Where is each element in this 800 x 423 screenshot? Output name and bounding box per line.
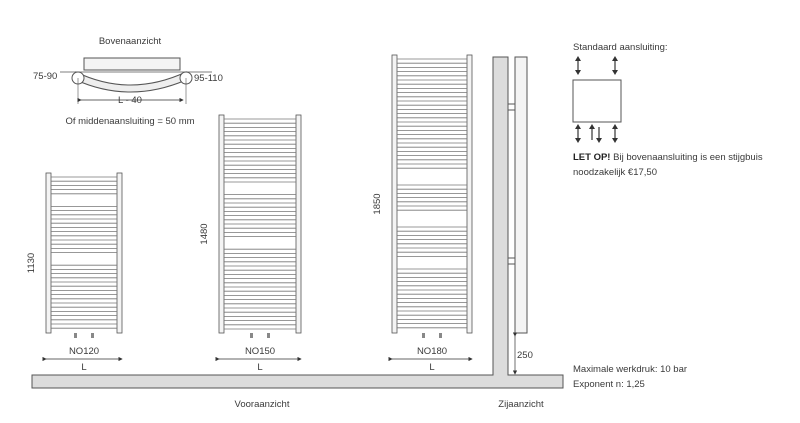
radiator-width-label: L xyxy=(429,362,434,373)
up-down-arrow-icon xyxy=(577,59,616,140)
floor-wall xyxy=(31,56,564,389)
standard-connection-diagram: Standaard aansluiting: xyxy=(572,42,668,143)
middle-connection-note: Of middenaansluiting = 50 mm xyxy=(65,116,194,127)
radiator-model-label: NO180 xyxy=(417,346,447,357)
side-view-diagram: 250 Zijaanzicht xyxy=(498,56,544,410)
exponent: Exponent n: 1,25 xyxy=(573,379,645,390)
top-view-diagram: Bovenaanzicht 75-90 95-110 L - 40 Of mid… xyxy=(33,36,223,127)
radiator-height-label: 1130 xyxy=(26,253,37,273)
top-view-title: Bovenaanzicht xyxy=(99,36,162,47)
side-view-distance: 250 xyxy=(517,350,533,361)
specs-block: Maximale werkdruk: 10 bar Exponent n: 1,… xyxy=(573,362,773,392)
max-pressure: Maximale werkdruk: 10 bar xyxy=(573,364,688,375)
top-view-left-dim: 75-90 xyxy=(33,71,57,82)
connection-warning: LET OP! Bij bovenaansluiting is een stij… xyxy=(573,150,783,180)
top-view-center-dim: L - 40 xyxy=(118,95,142,106)
side-view-label: Zijaanzicht xyxy=(498,399,544,410)
connection-title: Standaard aansluiting: xyxy=(573,42,668,53)
radiator-model-label: NO120 xyxy=(69,346,99,357)
warning-text: Bij bovenaansluiting is een stijgbuis no… xyxy=(573,152,763,178)
radiator-height-label: 1480 xyxy=(199,223,210,244)
top-view-right-dim: 95-110 xyxy=(194,73,223,84)
radiator-model-label: NO150 xyxy=(245,346,275,357)
warning-bold: LET OP! xyxy=(573,152,611,163)
radiator-width-label: L xyxy=(257,362,262,373)
radiator-height-label: 1850 xyxy=(372,193,383,214)
front-view-label: Vooraanzicht xyxy=(235,399,290,410)
radiator-width-label: L xyxy=(81,362,86,373)
